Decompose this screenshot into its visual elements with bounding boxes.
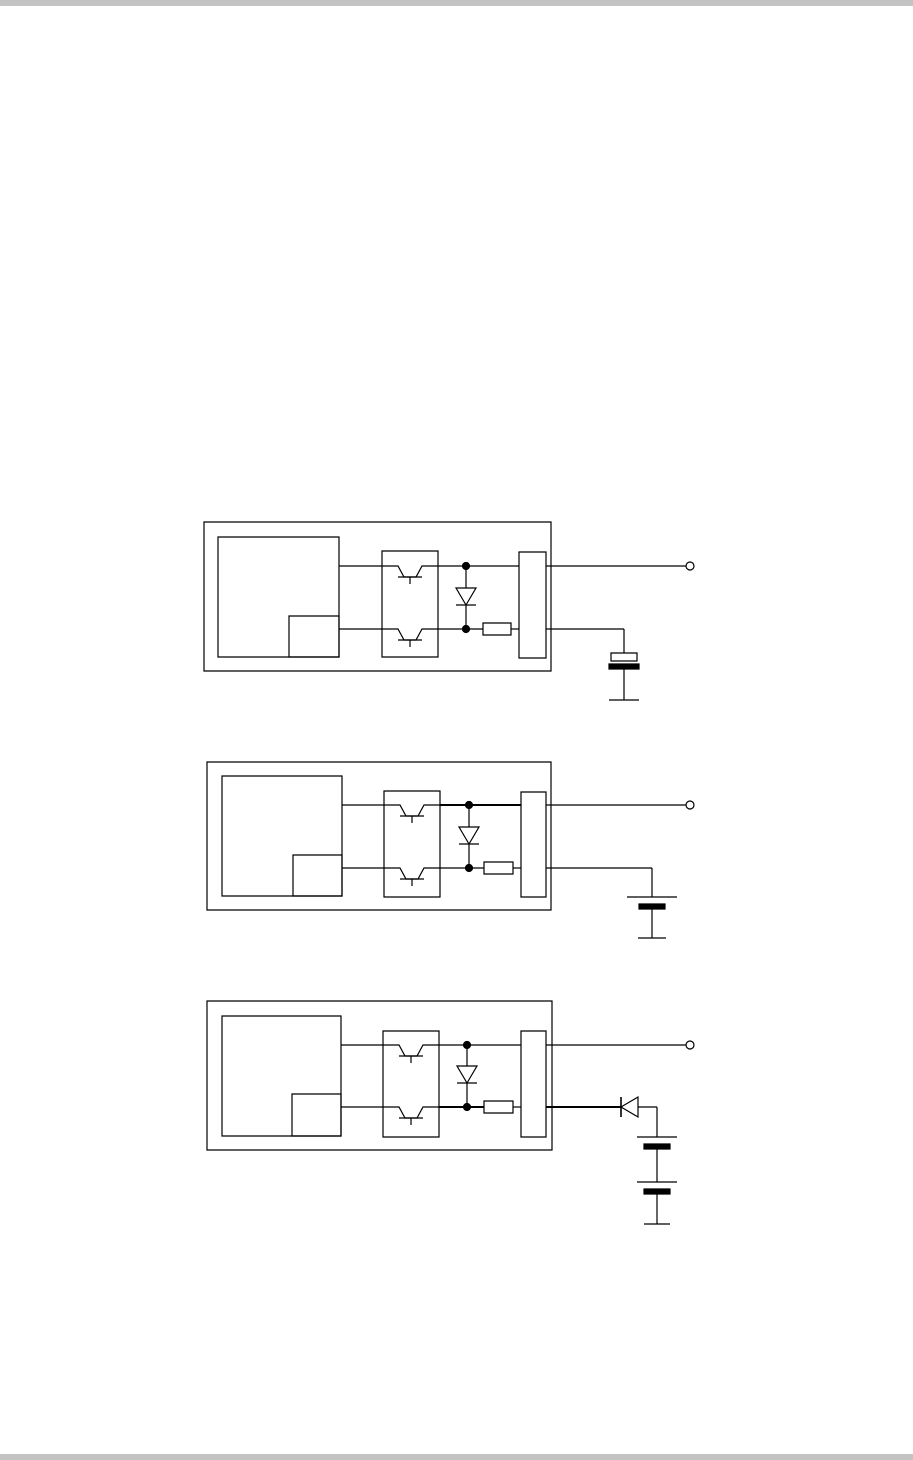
flyback-diode-symbol [459, 827, 479, 844]
schematic-single-battery-load [207, 762, 694, 938]
schematic-capacitor-load [204, 522, 694, 700]
lower-transistor-symbol [382, 629, 438, 647]
controller-block [218, 537, 339, 657]
output-terminal [686, 801, 694, 809]
terminal-block [519, 552, 546, 658]
controller-block [222, 1016, 341, 1136]
resistor-symbol [483, 623, 511, 635]
upper-transistor-symbol [382, 566, 438, 584]
resistor-symbol [484, 1101, 513, 1113]
flyback-diode-symbol [457, 1066, 477, 1083]
controller-block [222, 776, 342, 896]
enclosure-box [204, 522, 551, 671]
lower-transistor-symbol [383, 1107, 439, 1125]
battery-symbol-lower [637, 1182, 677, 1194]
capacitor-symbol [609, 653, 639, 669]
controller-sub-block [292, 1094, 341, 1136]
upper-transistor-symbol [383, 1045, 439, 1063]
flyback-diode-symbol [456, 588, 476, 605]
lower-transistor-symbol [384, 868, 440, 886]
schematic-diode-series-battery-load [207, 1001, 694, 1224]
resistor-symbol [484, 862, 513, 874]
controller-sub-block [289, 616, 339, 657]
upper-transistor-symbol [384, 805, 440, 823]
output-terminal [686, 1041, 694, 1049]
terminal-block [521, 1031, 546, 1137]
output-terminal [686, 562, 694, 570]
controller-sub-block [293, 855, 342, 896]
battery-symbol [627, 897, 677, 909]
series-diode-symbol [621, 1097, 638, 1117]
enclosure-box [207, 762, 551, 910]
enclosure-box [207, 1001, 552, 1150]
terminal-block [521, 792, 546, 897]
battery-symbol-upper [637, 1137, 677, 1149]
